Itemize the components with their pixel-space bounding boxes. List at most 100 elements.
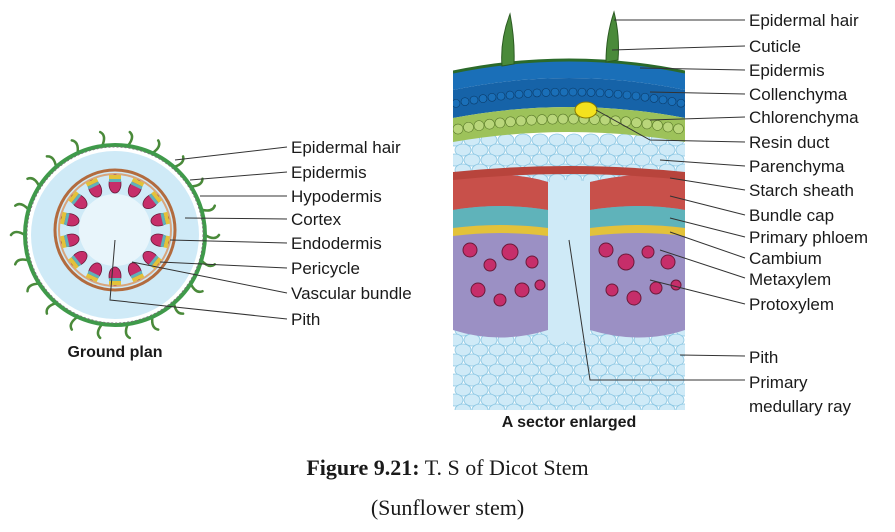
parenchyma-cell bbox=[675, 363, 685, 377]
bundle-phloem bbox=[87, 181, 100, 190]
chlorenchyma-cell bbox=[673, 123, 684, 135]
bundle-cap bbox=[60, 211, 67, 225]
parenchyma-cell bbox=[505, 143, 523, 157]
chlorenchyma-cell bbox=[453, 123, 464, 135]
parenchyma-cell bbox=[668, 414, 684, 426]
ground-plan-caption: Ground plan bbox=[67, 344, 162, 361]
collenchyma-cell bbox=[595, 88, 605, 98]
parenchyma-cell bbox=[590, 403, 608, 410]
collenchyma-cell bbox=[577, 87, 587, 97]
gp-pith bbox=[79, 194, 151, 266]
collenchyma-cell bbox=[640, 92, 650, 102]
parenchyma-cell bbox=[675, 403, 685, 410]
parenchyma-cell bbox=[471, 383, 489, 397]
parenchyma-cell bbox=[641, 343, 659, 357]
parenchyma-cell bbox=[582, 133, 600, 147]
parenchyma-cell bbox=[463, 153, 481, 167]
vascular-bundle bbox=[127, 177, 145, 198]
parenchyma-cell bbox=[565, 153, 583, 167]
parenchyma-cell bbox=[488, 383, 506, 397]
chlorenchyma-cell bbox=[557, 113, 569, 125]
chlorenchyma-cell bbox=[494, 117, 506, 129]
epidermal-hair bbox=[26, 176, 41, 188]
parenchyma-cell bbox=[565, 353, 583, 367]
collenchyma-cell bbox=[460, 97, 470, 106]
parenchyma-cell bbox=[667, 153, 685, 167]
vascular-bundle bbox=[108, 174, 122, 194]
parenchyma-cell bbox=[497, 373, 515, 387]
parenchyma-cell bbox=[531, 393, 549, 407]
parenchyma-cell bbox=[650, 393, 668, 407]
sec-label-chlorenchyma: Chlorenchyma bbox=[749, 108, 859, 127]
epidermal-hair bbox=[126, 130, 134, 148]
parenchyma-cell bbox=[548, 373, 566, 387]
gp-label-hypodermis: Hypodermis bbox=[291, 187, 382, 206]
sector-caption: A sector enlarged bbox=[502, 414, 637, 431]
collenchyma-cell bbox=[568, 87, 578, 97]
collenchyma-cell bbox=[541, 88, 551, 97]
sector-labels: Epidermal hair Cuticle Epidermis Collenc… bbox=[749, 11, 868, 416]
collenchyma-cell bbox=[613, 89, 623, 99]
xylem-vessel bbox=[605, 283, 619, 297]
parenchyma-cell bbox=[573, 403, 591, 410]
parenchyma-cell bbox=[590, 363, 608, 377]
ground-plan-leader-lines bbox=[109, 146, 288, 320]
collenchyma-cell bbox=[586, 88, 596, 97]
epidermal-hair bbox=[96, 322, 104, 340]
parenchyma-cell bbox=[651, 414, 667, 426]
ground-plan-labels: Epidermal hair Epidermis Hypodermis Cort… bbox=[291, 138, 412, 329]
sec-vascular-bundle-right bbox=[590, 174, 685, 338]
sec-label-collenchyma: Collenchyma bbox=[749, 85, 848, 104]
sec-label-primary: Primary bbox=[749, 373, 808, 392]
collenchyma-cells bbox=[453, 87, 685, 108]
parenchyma-cell bbox=[650, 353, 668, 367]
sec-medullary-ray bbox=[548, 180, 590, 342]
vascular-bundle bbox=[108, 266, 122, 286]
parenchyma-cell bbox=[633, 153, 651, 167]
parenchyma-cell bbox=[453, 373, 464, 387]
vascular-bundle bbox=[68, 250, 88, 269]
bundle-cap bbox=[109, 175, 121, 179]
collenchyma-cell bbox=[487, 92, 497, 102]
parenchyma-cell bbox=[634, 414, 650, 426]
xylem-vessel bbox=[617, 253, 635, 271]
parenchyma-cell bbox=[447, 414, 463, 426]
parenchyma-cell bbox=[505, 343, 523, 357]
figure-title: Figure 9.21: T. S of Dicot Stem bbox=[0, 455, 895, 481]
bundle-phloem bbox=[87, 270, 100, 279]
parenchyma-cell bbox=[616, 393, 634, 407]
parenchyma-cell bbox=[480, 373, 498, 387]
epidermal-hair bbox=[203, 233, 221, 240]
vascular-bundle bbox=[85, 177, 103, 198]
resin-duct bbox=[574, 101, 598, 119]
xylem-vessel bbox=[470, 282, 486, 298]
parenchyma-cell bbox=[658, 403, 676, 410]
parenchyma-cell bbox=[463, 393, 481, 407]
vascular-bundle bbox=[150, 233, 170, 249]
parenchyma-cell bbox=[522, 363, 540, 377]
gp-label-cortex: Cortex bbox=[291, 210, 342, 229]
parenchyma-cell bbox=[573, 143, 591, 157]
bundle-phloem bbox=[63, 234, 70, 248]
parenchyma-cell bbox=[488, 143, 506, 157]
parenchyma-cell bbox=[505, 383, 523, 397]
sec-collenchyma bbox=[453, 78, 685, 118]
parenchyma-cell bbox=[599, 353, 617, 367]
parenchyma-cell bbox=[488, 403, 506, 410]
chlorenchyma-cell bbox=[536, 114, 548, 125]
sec-label-metaxylem: Metaxylem bbox=[749, 270, 831, 289]
epidermal-hair bbox=[13, 202, 30, 211]
sec-label-bundle-cap: Bundle cap bbox=[749, 206, 834, 225]
parenchyma-cell bbox=[539, 143, 557, 157]
parenchyma-cell bbox=[607, 363, 625, 377]
sec-label-pith: Pith bbox=[749, 348, 778, 367]
parenchyma-cell bbox=[480, 393, 498, 407]
gp-label-epidermis: Epidermis bbox=[291, 163, 367, 182]
chlorenchyma-cell bbox=[526, 114, 537, 126]
parenchyma-cell bbox=[505, 363, 523, 377]
sec-label-protoxylem: Protoxylem bbox=[749, 295, 834, 314]
parenchyma-cell bbox=[505, 403, 523, 410]
collenchyma-cell bbox=[667, 97, 677, 106]
parenchyma-cell bbox=[599, 153, 617, 167]
parenchyma-cell bbox=[548, 133, 566, 147]
